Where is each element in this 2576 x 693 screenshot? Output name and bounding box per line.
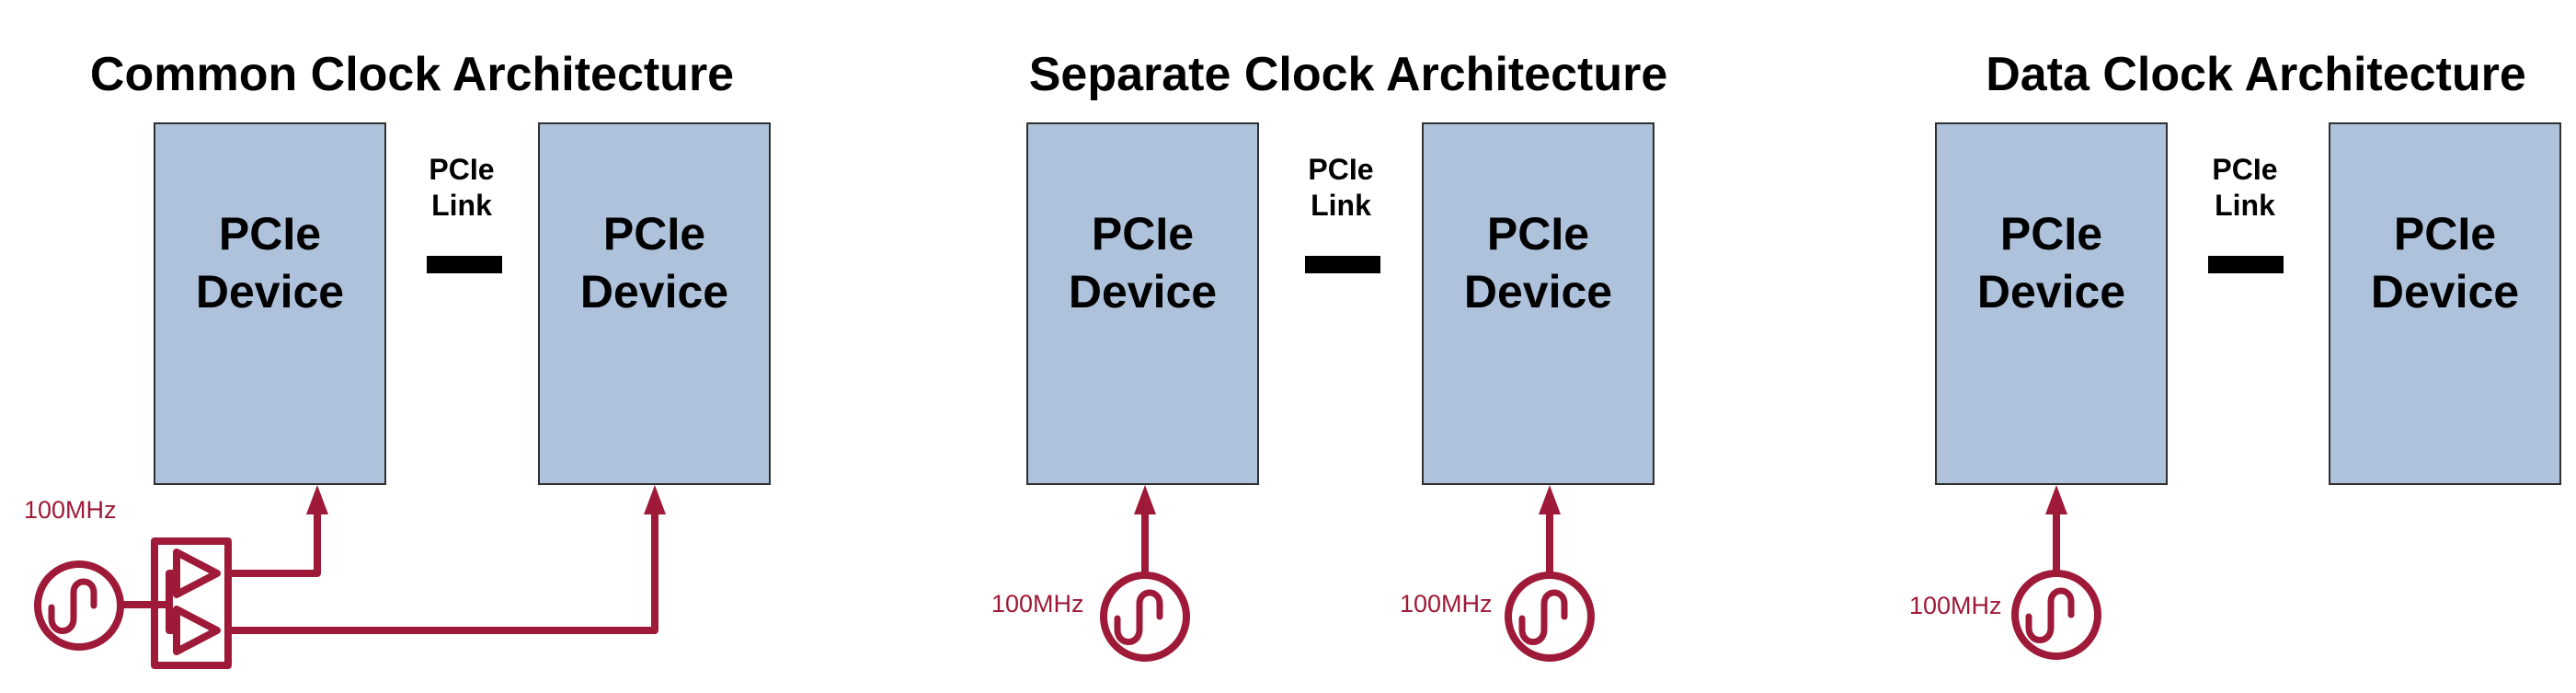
left-device-arrowhead-icon (2045, 485, 2067, 514)
common-pcie-link-label: PCIe Link (429, 153, 495, 222)
common-left-pcie-device-box: PCIe Device (154, 122, 386, 485)
device-label: PCIe Device (1463, 208, 1613, 318)
separate-clock-circuit (1104, 485, 1591, 658)
buffer-triangle-bottom-icon (173, 606, 221, 655)
clock-to-left-device-line (224, 508, 321, 577)
left-device-arrowhead-icon (1134, 485, 1156, 514)
data-pcie-link-label: PCIe Link (2212, 153, 2278, 222)
data-clock-title: Data Clock Architecture (1986, 48, 2526, 102)
clock-source-icon (2015, 573, 2098, 656)
separate-left-pcie-device-box: PCIe Device (1026, 122, 1259, 485)
device-label: PCIe Device (1068, 208, 1218, 318)
left-device-arrowhead-icon (306, 485, 328, 514)
buffer-triangle-top-icon (173, 549, 221, 598)
right-device-arrowhead-icon (644, 485, 666, 514)
separate-right-clock-freq-label: 100MHz (1400, 590, 1493, 618)
device-label: PCIe Device (579, 208, 729, 318)
right-device-arrowhead-icon (1539, 485, 1561, 514)
data-pcie-link-bar-icon (2208, 256, 2284, 273)
clock-source-icon (1508, 575, 1591, 658)
separate-clock-title: Separate Clock Architecture (1028, 48, 1668, 102)
common-clock-freq-label: 100MHz (24, 496, 117, 524)
separate-pcie-link-label: PCIe Link (1308, 153, 1374, 222)
clock-source-icon (38, 564, 120, 647)
clock-to-right-device-line (224, 508, 658, 634)
data-left-pcie-device-box: PCIe Device (1935, 122, 2168, 485)
common-clock-title: Common Clock Architecture (89, 48, 735, 102)
clock-source-icon (1104, 575, 1186, 658)
device-label: PCIe Device (2370, 208, 2520, 318)
separate-left-clock-freq-label: 100MHz (991, 590, 1084, 618)
data-right-pcie-device-box: PCIe Device (2329, 122, 2561, 485)
data-clock-freq-label: 100MHz (1909, 592, 2002, 619)
separate-pcie-link-bar-icon (1305, 256, 1380, 273)
device-label: PCIe Device (195, 208, 345, 318)
common-clock-circuit (38, 485, 666, 669)
clock-feed-line (117, 570, 179, 634)
separate-right-pcie-device-box: PCIe Device (1422, 122, 1654, 485)
data-clock-circuit (2015, 485, 2098, 656)
common-right-pcie-device-box: PCIe Device (538, 122, 771, 485)
common-pcie-link-bar-icon (427, 256, 502, 273)
device-label: PCIe Device (1976, 208, 2126, 318)
